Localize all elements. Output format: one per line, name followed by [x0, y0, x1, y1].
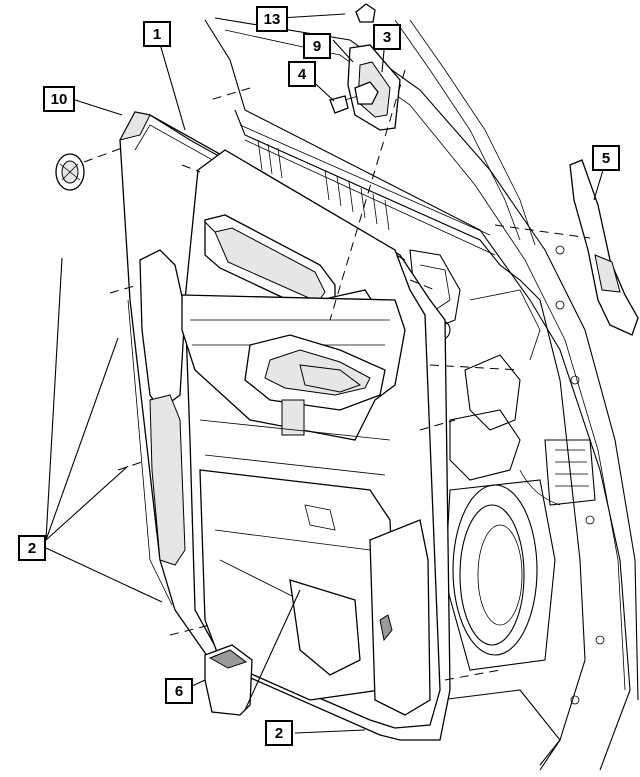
callout-3: 3 [373, 24, 401, 50]
screw [329, 95, 359, 114]
cap [355, 3, 376, 23]
trim-plug [55, 153, 85, 191]
bezel-clip [354, 81, 379, 105]
leader-lines [45, 13, 604, 734]
callout-2: 2 [18, 535, 46, 561]
callout-5: 5 [592, 145, 620, 171]
callout-2-lower: 2 [265, 720, 293, 746]
callout-10: 10 [43, 86, 75, 112]
sail-cover [569, 159, 639, 336]
door-trim-panel [119, 111, 451, 741]
callout-4: 4 [288, 61, 316, 87]
pocket-insert [204, 644, 253, 716]
callout-13: 13 [256, 6, 288, 32]
callout-9: 9 [303, 33, 331, 59]
callout-6: 6 [165, 678, 193, 704]
callout-1: 1 [143, 21, 171, 47]
